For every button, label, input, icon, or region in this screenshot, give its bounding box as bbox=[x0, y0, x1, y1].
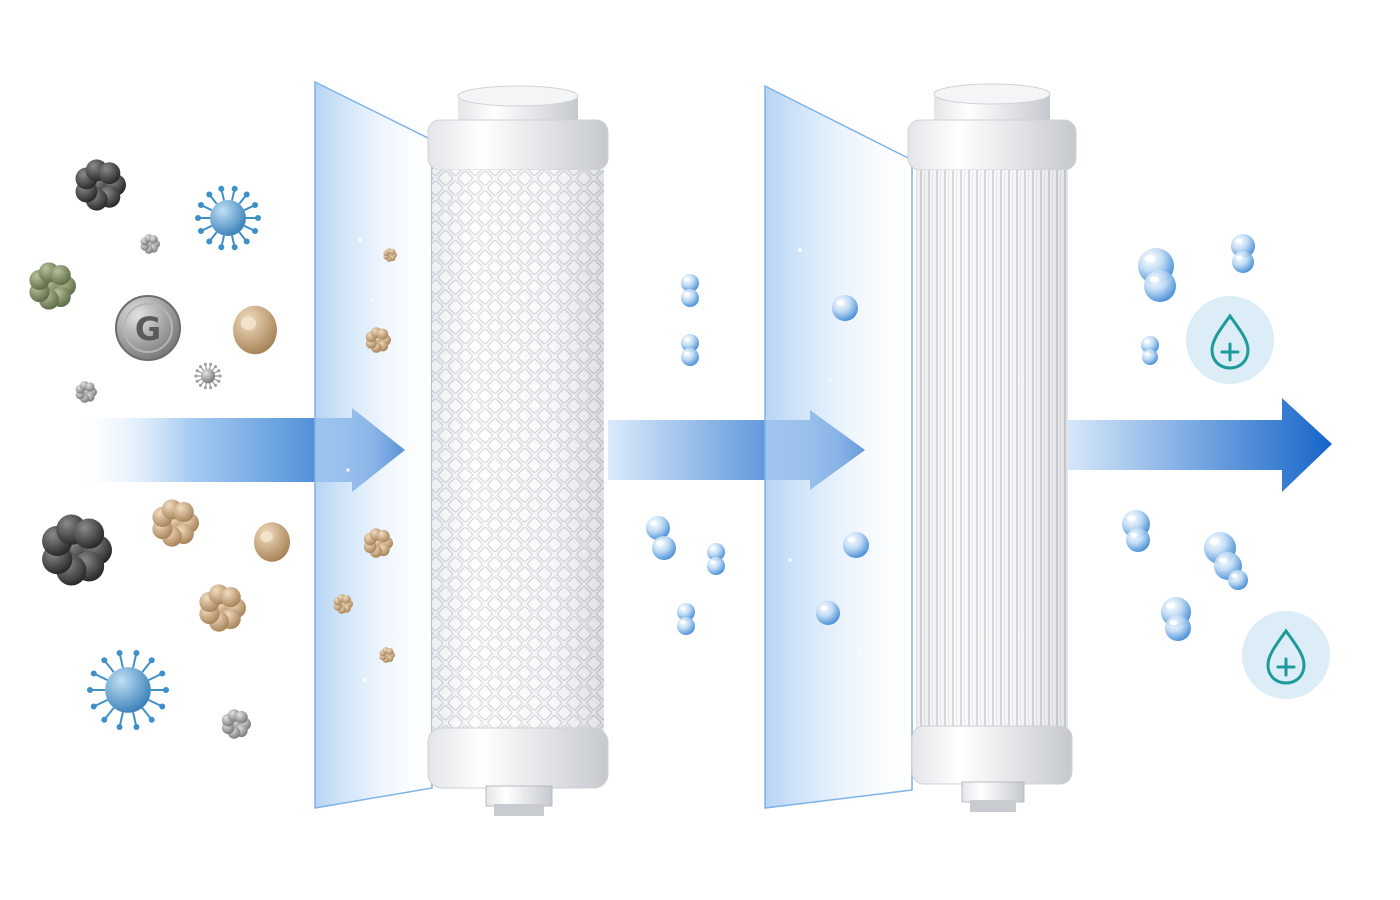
water-bubble-icon bbox=[1142, 349, 1158, 365]
water-bubbles-group bbox=[646, 234, 1255, 641]
particle-cluster-icon bbox=[365, 327, 392, 353]
water-bubble-icon bbox=[677, 617, 695, 635]
heavy-metal-chip: G bbox=[115, 295, 181, 361]
water-bubble-icon bbox=[843, 532, 869, 558]
particle-cluster-icon bbox=[221, 709, 251, 739]
water-bubble-icon bbox=[832, 295, 858, 321]
water-bubble-icon bbox=[1126, 528, 1150, 552]
virus-icon bbox=[87, 649, 169, 731]
water-bubble-icon bbox=[681, 274, 699, 292]
pleated-cartridge bbox=[907, 83, 1077, 812]
carbon-block-cartridge bbox=[427, 85, 609, 816]
particle-cluster-icon bbox=[333, 594, 353, 614]
water-bubble-icon bbox=[681, 348, 699, 366]
water-bubble-icon bbox=[652, 536, 676, 560]
water-bubble-icon bbox=[1165, 615, 1191, 641]
water-drop-plus-icon bbox=[1242, 611, 1330, 699]
sediment-grain-icon bbox=[233, 305, 277, 355]
screen-filter-panel-1 bbox=[314, 80, 433, 809]
particle-cluster-icon bbox=[29, 262, 76, 310]
water-drop-plus-icon bbox=[1186, 296, 1274, 384]
particle-cluster-icon bbox=[363, 528, 394, 558]
water-bubble-icon bbox=[681, 334, 699, 352]
water-bubble-icon bbox=[707, 543, 725, 561]
water-bubble-icon bbox=[1231, 234, 1255, 258]
sediment-grain-icon bbox=[254, 522, 290, 562]
water-bubble-icon bbox=[1232, 251, 1254, 273]
virus-icon bbox=[194, 362, 222, 390]
water-bubble-icon bbox=[681, 289, 699, 307]
particle-cluster-icon bbox=[383, 248, 397, 262]
particle-cluster-icon bbox=[75, 159, 126, 211]
water-bubble-icon bbox=[1228, 570, 1248, 590]
particle-cluster-icon bbox=[199, 584, 246, 632]
particle-cluster-icon bbox=[42, 514, 112, 586]
contaminants-group bbox=[29, 159, 397, 739]
particle-cluster-icon bbox=[379, 647, 396, 663]
particle-cluster-icon bbox=[152, 499, 199, 547]
water-bubble-icon bbox=[677, 603, 695, 621]
water-bubble-icon bbox=[707, 557, 725, 575]
water-bubble-icon bbox=[1141, 336, 1159, 354]
screen-filter-panel-2 bbox=[764, 84, 913, 809]
water-bubble-icon bbox=[1144, 270, 1176, 302]
virus-icon bbox=[195, 185, 261, 251]
particle-cluster-icon bbox=[75, 381, 97, 403]
metal-chip-glyph: G bbox=[135, 310, 161, 348]
water-bubble-icon bbox=[646, 516, 670, 540]
particle-cluster-icon bbox=[140, 234, 160, 254]
flow-arrow-outlet bbox=[1062, 398, 1332, 492]
water-bubble-icon bbox=[816, 601, 840, 625]
